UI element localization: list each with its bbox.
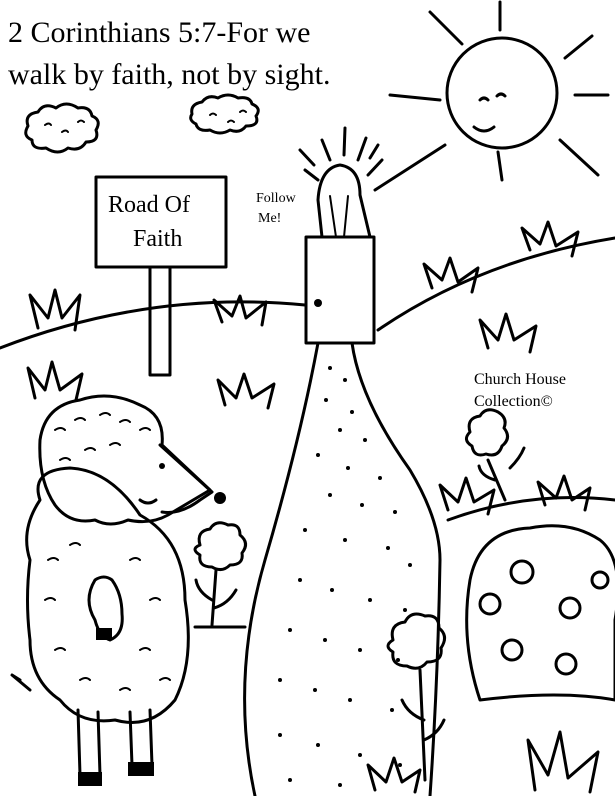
road-sign: Road Of Faith: [94, 175, 228, 377]
path-left-edge: [243, 341, 320, 796]
flower-icon: [386, 612, 446, 782]
verse-line-2: walk by faith, not by sight.: [8, 58, 330, 91]
speech-line-2: Me!: [258, 211, 281, 226]
bush-icon: [465, 524, 615, 702]
grass-icon: [26, 220, 600, 794]
right-hill: [376, 236, 615, 332]
sign-line-1: Road Of: [108, 192, 190, 218]
cloud-icon: [189, 93, 260, 135]
sign-line-2: Faith: [133, 226, 182, 252]
path-pebbles: [278, 366, 412, 787]
sheep-icon: [10, 394, 226, 786]
credit-line-1: Church House: [474, 371, 566, 388]
path-right-edge: [350, 341, 442, 796]
credit-line-2: Collection©: [474, 393, 553, 410]
lower-right-hill: [446, 496, 615, 522]
jesus-figure: [298, 126, 384, 239]
flower-icon: [465, 408, 526, 502]
verse-line-1: 2 Corinthians 5:7-For we: [8, 16, 310, 49]
door-icon: [304, 235, 376, 345]
sun-icon: [373, 0, 610, 192]
flower-icon: [193, 521, 247, 629]
cloud-icon: [24, 102, 100, 154]
speech-line-1: Follow: [256, 191, 297, 206]
